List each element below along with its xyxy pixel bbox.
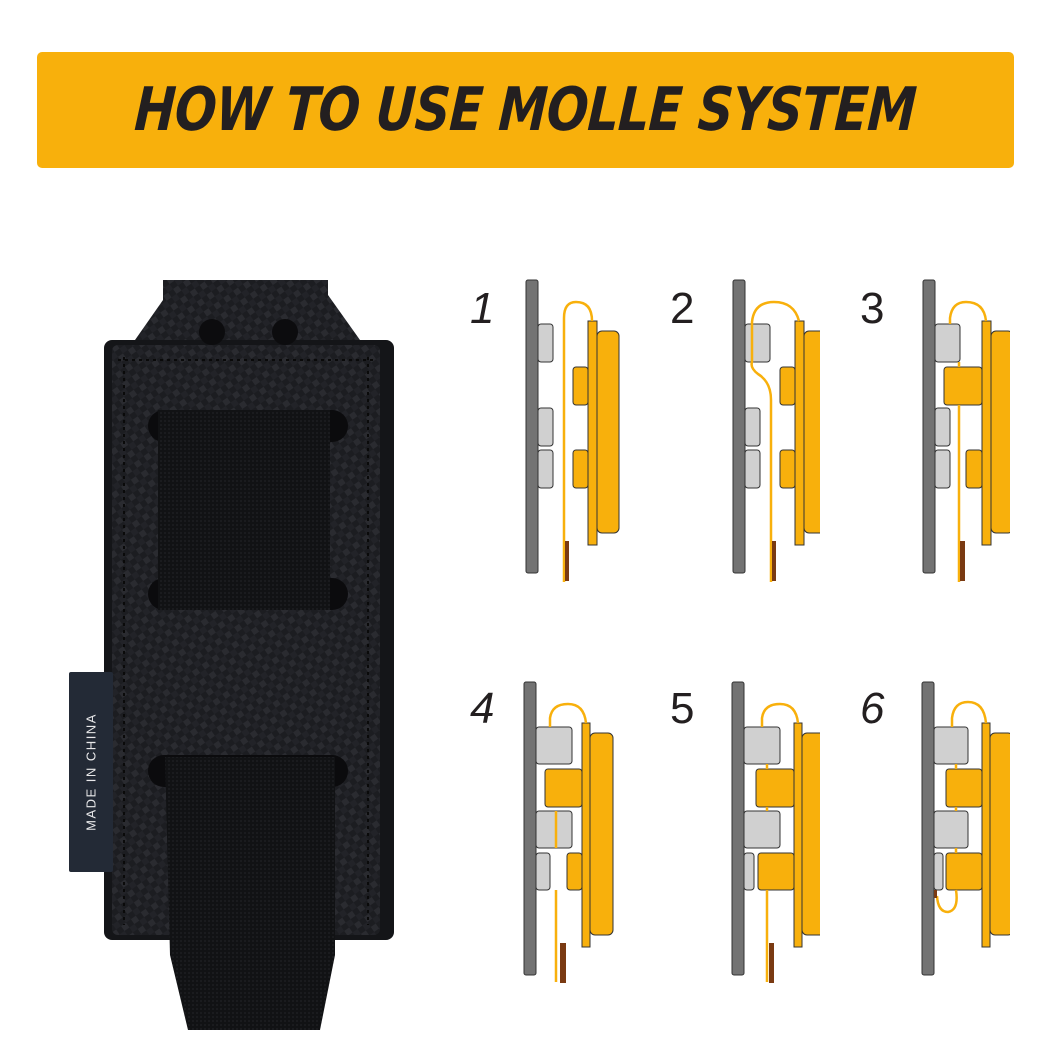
step-number: 6 xyxy=(860,684,885,733)
step-4-illustration xyxy=(523,681,614,983)
step-6-illustration xyxy=(921,681,1010,976)
step-3-illustration xyxy=(922,279,1010,582)
step-number: 3 xyxy=(860,284,885,333)
step-number: 5 xyxy=(670,684,695,733)
step-2-illustration xyxy=(732,279,820,582)
step-number: 1 xyxy=(470,284,495,333)
step-3-diagram: 3 xyxy=(860,270,1010,590)
step-number: 2 xyxy=(670,284,695,333)
step-4-diagram: 4 xyxy=(470,670,620,990)
pouch-image xyxy=(104,280,394,1030)
step-1-illustration xyxy=(525,279,620,582)
step-1-diagram: 1 xyxy=(470,270,620,590)
step-6-diagram: 6 xyxy=(860,670,1010,990)
page-title: HOW TO USE MOLLE SYSTEM xyxy=(132,75,919,145)
step-5-diagram: 5 xyxy=(670,670,820,990)
tag-label: MADE IN CHINA xyxy=(83,713,99,831)
step-5-illustration xyxy=(731,681,820,983)
step-number: 4 xyxy=(470,684,495,733)
title-banner: HOW TO USE MOLLE SYSTEM xyxy=(37,52,1014,168)
made-in-china-tag: MADE IN CHINA xyxy=(69,672,113,872)
step-2-diagram: 2 xyxy=(670,270,820,590)
